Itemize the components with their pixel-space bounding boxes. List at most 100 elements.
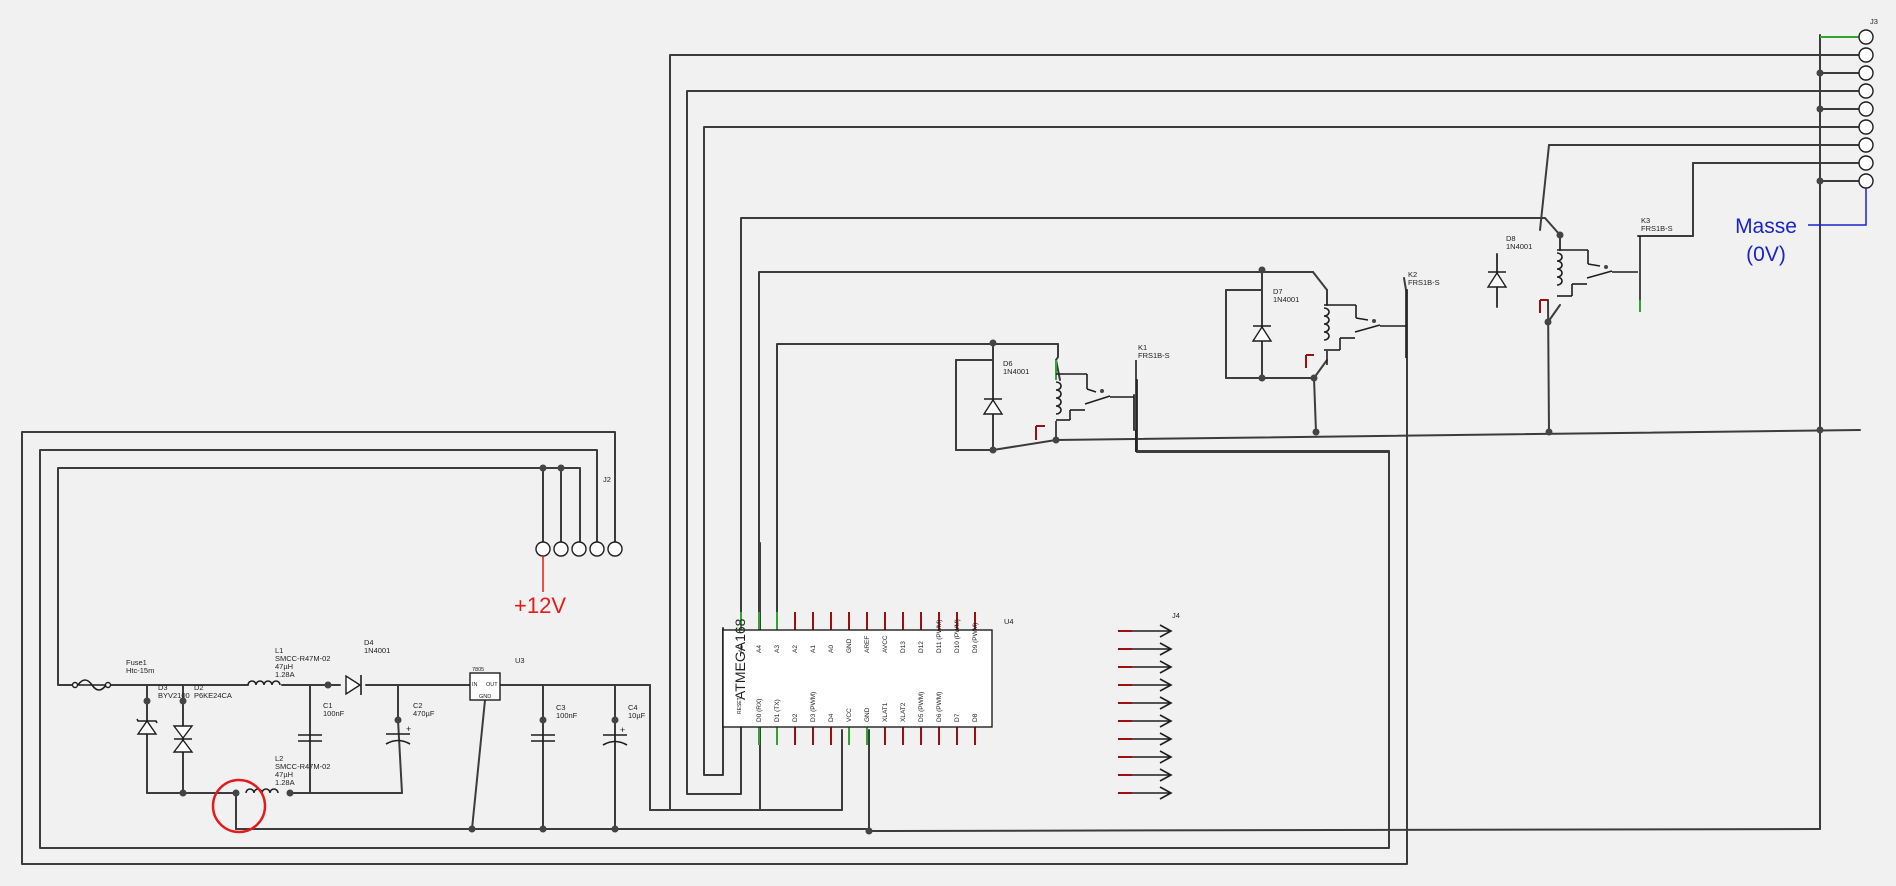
k3-value: FRS1B-S <box>1641 224 1673 233</box>
j2-label: J2 <box>603 475 611 484</box>
u4-bottom-pin-label: D5 (PWM) <box>918 692 925 722</box>
d7-ref: D7 <box>1273 287 1283 296</box>
d6-value: 1N4001 <box>1003 367 1029 376</box>
connector-j2: J2 <box>535 475 623 592</box>
relay-k3: K3 FRS1B-S <box>1539 216 1673 313</box>
diode-d3: D3 BYV2100 <box>136 683 190 735</box>
l1-value: SMCC-R47M-02 <box>275 654 330 663</box>
u4-top-pin-label: D11 (PWM) <box>936 620 943 653</box>
u4-bottom-pin-label: XLAT2 <box>900 702 907 722</box>
u3-ref: U3 <box>515 656 525 665</box>
c3-ref: C3 <box>556 703 566 712</box>
relay-k1: K1 FRS1B-S <box>1035 343 1170 452</box>
j4-arrow-head <box>1159 750 1173 764</box>
j4-ref: J4 <box>1172 611 1180 620</box>
j4-arrow-head <box>1159 678 1173 692</box>
d4-value: 1N4001 <box>364 646 390 655</box>
u4-top-pin-label: D13 <box>900 641 907 653</box>
l2-value3: 1.28A <box>275 778 295 787</box>
masse-sub-label: (0V) <box>1746 243 1786 266</box>
l1-value3: 1.28A <box>275 670 295 679</box>
diode-d8: D8 1N4001 <box>1486 234 1532 308</box>
l1-ref: L1 <box>275 646 283 655</box>
c1-value: 100nF <box>323 709 345 718</box>
u4-bottom-pin-label: VCC <box>846 708 853 722</box>
c4-ref: C4 <box>628 703 638 712</box>
j4-arrow-head <box>1159 696 1173 710</box>
u4-bottom-pin-label: D3 (PWM) <box>810 692 817 722</box>
plus12v-label: +12V <box>514 593 566 618</box>
junctions <box>143 69 1824 835</box>
j3-label: J3 <box>1870 17 1878 26</box>
c4-value: 10µF <box>628 711 646 720</box>
j4-arrow-head <box>1159 714 1173 728</box>
l1-value2: 47µH <box>275 662 293 671</box>
c1-ref: C1 <box>323 701 333 710</box>
diode-d7: D7 1N4001 <box>1251 287 1299 342</box>
u4-name: ATMEGA168 <box>732 618 748 700</box>
connector-j3: J3 <box>1808 17 1878 226</box>
u4-bottom-pin-label: D1 (TX) <box>774 699 781 722</box>
u3-pin-in: IN <box>472 682 478 688</box>
inductor-l1: L1 SMCC-R47M-02 47µH 1.28A <box>247 646 330 686</box>
k3-ref: K3 <box>1641 216 1650 225</box>
u4-top-pin-label: A5 <box>738 645 745 653</box>
l2-value2: 47µH <box>275 770 293 779</box>
connector-j4: J4 <box>1118 611 1180 800</box>
u4-bottom-pin-label: D8 <box>972 713 979 722</box>
j4-arrow-head <box>1159 642 1173 656</box>
d3-ref: D3 <box>158 683 168 692</box>
svg-text:+: + <box>620 725 625 735</box>
d3-value: BYV2100 <box>158 691 190 700</box>
u4-top-pin-label: A4 <box>756 645 763 653</box>
u4-top-pin-label: A2 <box>792 645 799 653</box>
l2-value: SMCC-R47M-02 <box>275 762 330 771</box>
highlight-circle <box>211 778 267 834</box>
k2-value: FRS1B-S <box>1408 278 1440 287</box>
d8-ref: D8 <box>1506 234 1516 243</box>
j4-arrow-head <box>1159 624 1173 638</box>
d8-value: 1N4001 <box>1506 242 1532 251</box>
k1-ref: K1 <box>1138 343 1147 352</box>
masse-label: Masse <box>1735 215 1797 238</box>
d6-ref: D6 <box>1003 359 1013 368</box>
fuse1: Fuse1 Htc-15m <box>71 658 154 691</box>
u4-top-pin-label: A1 <box>810 645 817 653</box>
capacitor-c2: + C2 470µF <box>385 701 435 745</box>
k1-value: FRS1B-S <box>1138 351 1170 360</box>
u3-pin-out: OUT <box>486 682 498 688</box>
u4-top-pin-label: AVCC <box>882 635 889 653</box>
masse-pointer <box>1808 188 1867 226</box>
u4-bottom-pin-label: D2 <box>792 713 799 722</box>
fuse1-value: Htc-15m <box>126 666 154 675</box>
wires <box>21 34 1861 865</box>
u4-top-pin-label: GND <box>846 638 853 653</box>
u4-bottom-pin-label: D0 (RX) <box>756 699 763 722</box>
d2-ref: D2 <box>194 683 204 692</box>
capacitor-c3: C3 100nF <box>531 703 578 742</box>
u4-bottom-pin-label: D4 <box>828 713 835 722</box>
u4-bottom-pin-label: D7 <box>954 713 961 722</box>
j4-arrow-head <box>1159 660 1173 674</box>
c2-ref: C2 <box>413 701 423 710</box>
d7-value: 1N4001 <box>1273 295 1299 304</box>
diode-d6: D6 1N4001 <box>982 359 1029 415</box>
u4-bottom-pin-label: D6 (PWM) <box>936 692 943 722</box>
j4-arrow-head <box>1159 768 1173 782</box>
u4-reset-label: RESET <box>737 697 743 714</box>
j4-arrow-head <box>1159 732 1173 746</box>
u3-pin-gnd: GND <box>479 694 491 700</box>
u4-top-pin-label: AREF <box>864 636 871 653</box>
u4-top-pin-label: A3 <box>774 645 781 653</box>
svg-text:+: + <box>406 724 411 734</box>
diode-d4: D4 1N4001 <box>345 638 390 696</box>
capacitor-c1: C1 100nF <box>298 701 345 742</box>
relay-k2: K2 FRS1B-S <box>1305 270 1440 368</box>
u4-top-pin-label: D12 <box>918 641 925 653</box>
u4-top-pin-label: D9 (PWM) <box>972 623 979 653</box>
l2-ref: L2 <box>275 754 283 763</box>
u4-bottom-pin-label: GND <box>864 707 871 722</box>
tvs-d2: D2 P6KE24CA <box>172 683 232 753</box>
